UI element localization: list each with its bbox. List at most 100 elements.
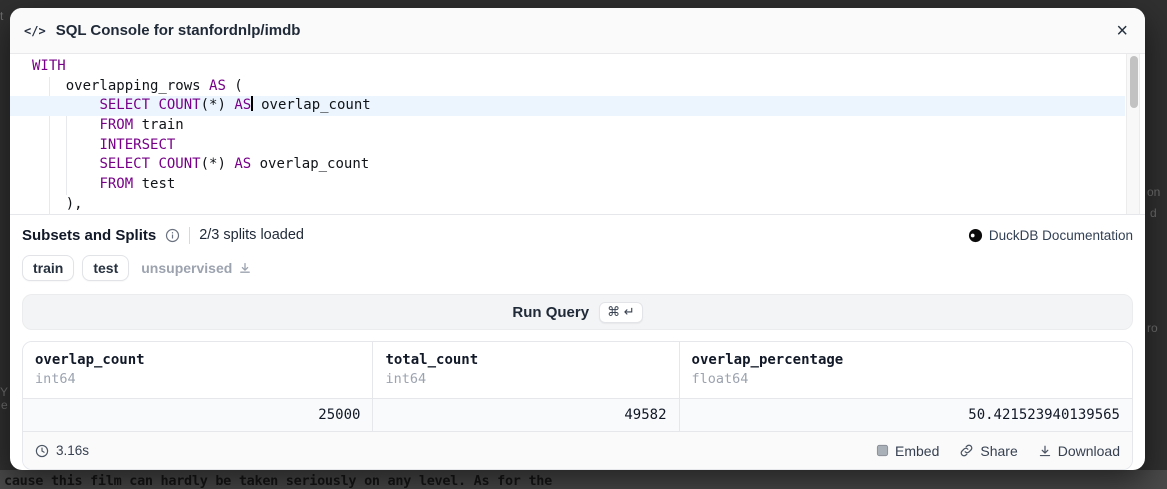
modal-body: Subsets and Splits 2/3 splits loaded Duc… bbox=[10, 215, 1145, 470]
editor-scrollbar[interactable] bbox=[1126, 54, 1140, 214]
duckdb-docs-link[interactable]: DuckDB Documentation bbox=[968, 228, 1133, 243]
embed-label: Embed bbox=[895, 442, 940, 459]
duckdb-docs-label: DuckDB Documentation bbox=[988, 227, 1133, 243]
sql-text bbox=[32, 117, 99, 133]
download-label: Download bbox=[1057, 442, 1120, 459]
sql-text bbox=[32, 97, 99, 113]
column-header-overlap_count[interactable]: overlap_count int64 bbox=[23, 342, 374, 398]
sql-console-modal: </> SQL Console for stanfordnlp/imdb × W… bbox=[10, 8, 1145, 470]
link-icon bbox=[959, 443, 974, 458]
sql-text: overlapping_rows bbox=[32, 77, 210, 94]
column-type: int64 bbox=[385, 371, 427, 387]
modal-title: SQL Console for stanfordnlp/imdb bbox=[55, 22, 301, 39]
split-chip-label: test bbox=[93, 260, 119, 276]
sql-text: (*) bbox=[200, 156, 235, 173]
backdrop-text-fragment: on bbox=[1147, 185, 1161, 199]
sql-keyword: INTERSECT bbox=[99, 136, 176, 153]
code-line[interactable]: INTERSECT bbox=[10, 136, 1125, 156]
sql-text bbox=[32, 156, 99, 172]
sql-keyword: COUNT bbox=[158, 156, 201, 173]
sql-keyword: COUNT bbox=[158, 97, 201, 114]
sql-text bbox=[32, 176, 99, 192]
subsets-title: Subsets and Splits bbox=[22, 226, 157, 244]
backdrop-page-text: cause this film can hardly be taken seri… bbox=[0, 470, 1167, 489]
download-icon bbox=[238, 261, 252, 275]
column-name: total_count bbox=[385, 352, 479, 368]
table-footer: 3.16s Embed Share bbox=[23, 431, 1132, 469]
download-button[interactable]: Download bbox=[1038, 443, 1120, 459]
code-line[interactable]: FROM train bbox=[10, 116, 1125, 136]
column-type: int64 bbox=[35, 371, 76, 387]
clock-icon bbox=[35, 444, 49, 458]
sql-keyword: AS bbox=[209, 77, 226, 94]
backdrop-text-fragment: t bbox=[0, 9, 4, 23]
sql-editor[interactable]: WITH overlapping_rows AS ( SELECT COUNT(… bbox=[10, 54, 1145, 215]
scrollbar-thumb[interactable] bbox=[1129, 56, 1138, 108]
sql-keyword: WITH bbox=[32, 58, 66, 74]
modal-header: </> SQL Console for stanfordnlp/imdb × bbox=[10, 8, 1145, 54]
sql-text: overlap_count bbox=[252, 97, 371, 114]
sql-keyword: AS bbox=[234, 156, 252, 173]
splits-loaded-status: 2/3 splits loaded bbox=[199, 227, 304, 243]
close-icon[interactable]: × bbox=[1116, 19, 1128, 42]
sql-text: test bbox=[133, 176, 176, 193]
share-button[interactable]: Share bbox=[959, 442, 1018, 459]
subsets-row: Subsets and Splits 2/3 splits loaded Duc… bbox=[22, 223, 1133, 247]
column-name: overlap_count bbox=[35, 352, 145, 368]
column-name: overlap_percentage bbox=[691, 352, 844, 368]
code-line[interactable]: overlapping_rows AS ( bbox=[10, 77, 1125, 97]
run-query-button[interactable]: Run Query ⌘ ↵ bbox=[22, 294, 1133, 330]
sql-text bbox=[32, 137, 99, 153]
code-line[interactable]: SELECT COUNT(*) AS overlap_count bbox=[10, 155, 1125, 175]
table-cell: 25000 bbox=[23, 399, 374, 431]
column-header-total_count[interactable]: total_count int64 bbox=[373, 342, 680, 398]
query-duration-value: 3.16s bbox=[56, 443, 90, 458]
split-chip-unsupervised[interactable]: unsupervised bbox=[137, 255, 256, 281]
download-icon bbox=[1038, 444, 1052, 458]
code-icon: </> bbox=[24, 23, 46, 38]
column-header-overlap_percentage[interactable]: overlap_percentage float64 bbox=[680, 342, 1132, 398]
code-lines: WITH overlapping_rows AS ( SELECT COUNT(… bbox=[10, 54, 1125, 215]
code-line[interactable]: FROM test bbox=[10, 175, 1125, 195]
splits-tags-row: train test unsupervised bbox=[22, 255, 1133, 281]
sql-text: overlap_count bbox=[251, 156, 370, 173]
embed-button[interactable]: Embed bbox=[876, 443, 939, 459]
table-cell: 49582 bbox=[373, 399, 680, 431]
backdrop-text-fragment: d bbox=[1150, 206, 1157, 220]
sql-text: train bbox=[133, 117, 184, 134]
split-chip-test[interactable]: test bbox=[82, 255, 130, 281]
info-icon[interactable] bbox=[165, 228, 180, 243]
footer-actions: Embed Share Download bbox=[876, 443, 1120, 459]
code-line[interactable]: ), bbox=[10, 195, 1125, 215]
backdrop-text-fragment: ro bbox=[1147, 321, 1158, 335]
embed-icon bbox=[876, 444, 889, 457]
duckdb-logo-icon bbox=[968, 228, 983, 243]
sql-keyword: AS bbox=[234, 97, 252, 114]
code-line-active[interactable]: SELECT COUNT(*) AS overlap_count bbox=[10, 96, 1125, 117]
backdrop-text-fragment: Y bbox=[0, 385, 9, 399]
table-cell: 50.421523940139565 bbox=[968, 407, 1120, 423]
split-chip-label: train bbox=[33, 260, 64, 276]
split-chip-train[interactable]: train bbox=[22, 255, 75, 281]
sql-keyword: SELECT bbox=[99, 97, 151, 114]
sql-keyword: FROM bbox=[99, 176, 134, 193]
share-label: Share bbox=[980, 442, 1018, 459]
sql-keyword: SELECT bbox=[99, 156, 151, 173]
sql-text: ( bbox=[225, 77, 243, 94]
sql-text: ), bbox=[32, 195, 83, 212]
split-chip-label: unsupervised bbox=[141, 260, 233, 276]
text-cursor bbox=[251, 96, 253, 112]
indent-guide bbox=[49, 77, 50, 215]
column-type: float64 bbox=[691, 371, 749, 387]
code-line[interactable]: WITH bbox=[10, 57, 1125, 77]
backdrop-text-fragment: e bbox=[1, 398, 8, 412]
sql-text: (*) bbox=[200, 97, 235, 114]
sql-keyword: FROM bbox=[99, 117, 134, 134]
divider bbox=[189, 226, 191, 244]
keyboard-shortcut-badge: ⌘ ↵ bbox=[599, 301, 643, 323]
